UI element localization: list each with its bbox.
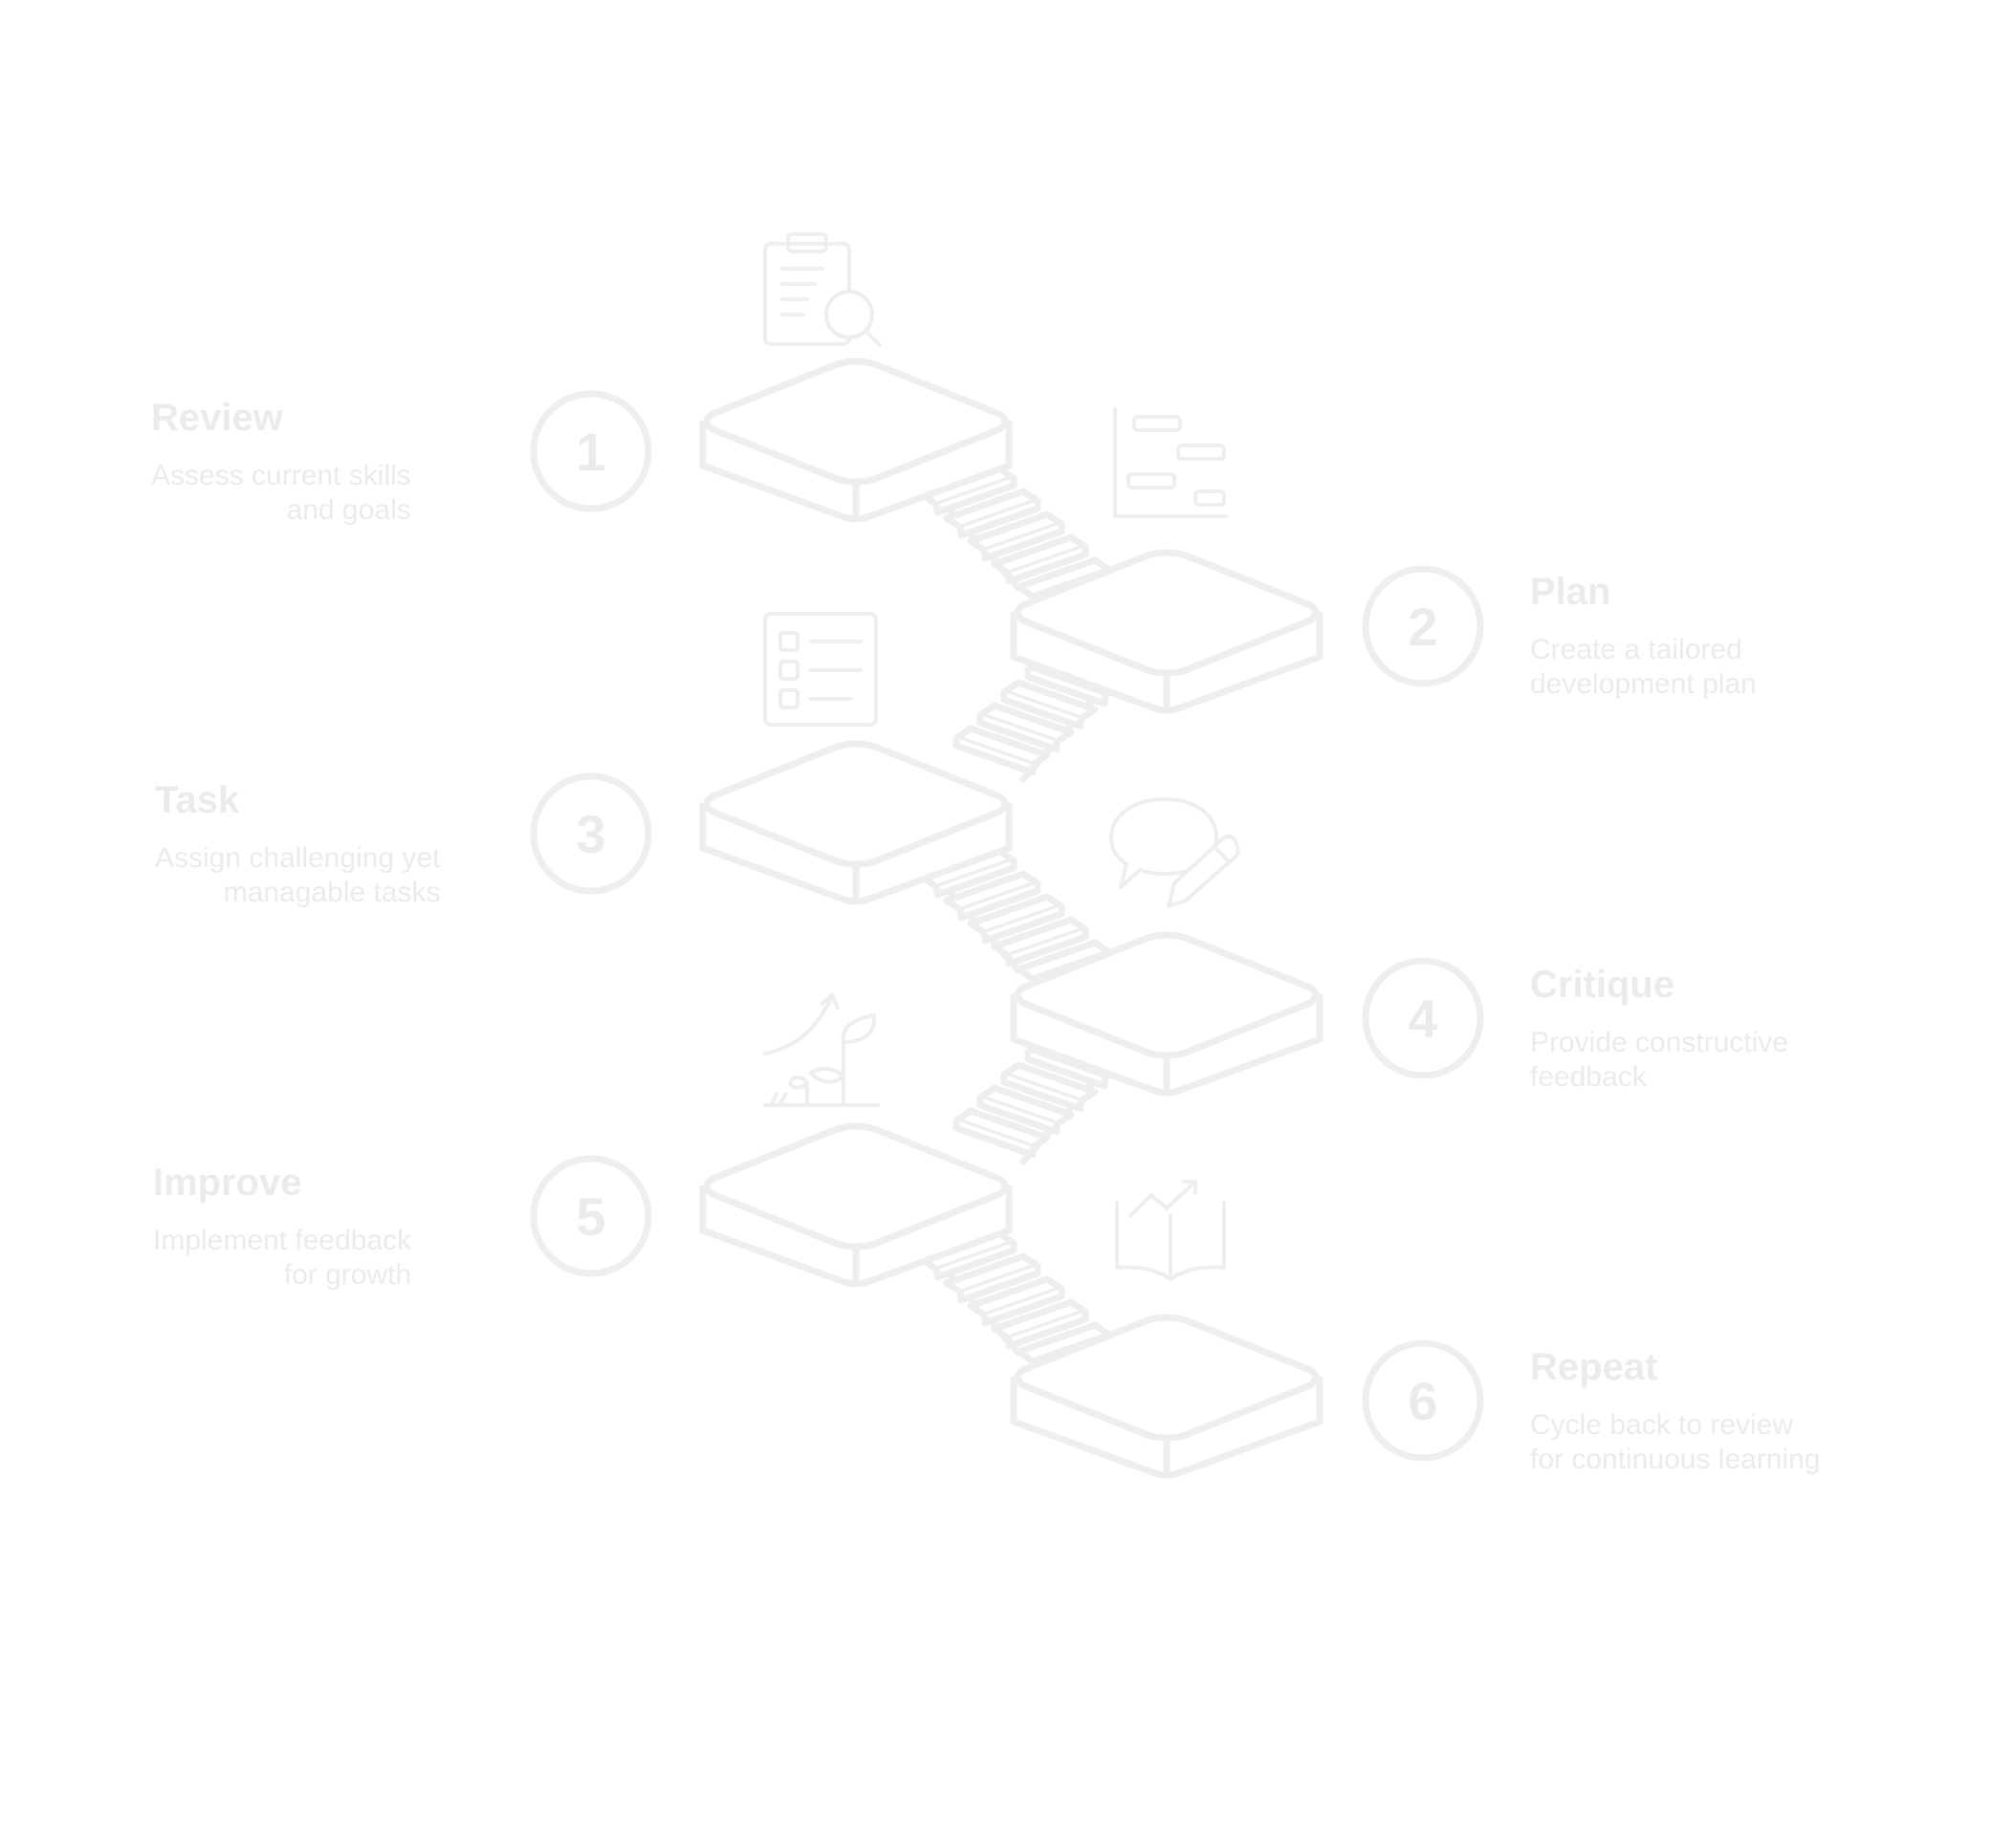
step-6-title: Repeat: [1530, 1346, 1658, 1388]
step-2-description: Create a tailored development plan: [1530, 634, 1757, 700]
step-3-title: Task: [155, 779, 240, 821]
svg-text:6: 6: [1408, 1371, 1437, 1431]
step-4-title: Critique: [1530, 964, 1675, 1006]
step-2-text: Plan Create a tailored development plan: [1530, 571, 1757, 702]
step-5-description: Implement feedback for growth: [153, 1225, 412, 1291]
step-1-description: Assess current skills and goals: [151, 460, 411, 526]
svg-text:4: 4: [1408, 989, 1437, 1049]
step-4-description: Provide constructive feedback: [1530, 1027, 1789, 1093]
svg-text:1: 1: [576, 422, 605, 482]
step-3-description: Assign challenging yet managable tasks: [155, 842, 441, 908]
checklist-icon: [763, 612, 878, 727]
svg-text:3: 3: [576, 804, 605, 864]
step-6-text: Repeat Cycle back to review for continuo…: [1530, 1346, 1821, 1477]
svg-text:5: 5: [576, 1186, 605, 1247]
step-number-1: 1: [530, 390, 652, 512]
step-1-text: Review Assess current skills and goals: [151, 397, 411, 528]
step-2-title: Plan: [1530, 571, 1611, 613]
step-6-description: Cycle back to review for continuous lear…: [1530, 1409, 1821, 1475]
step-1-title: Review: [151, 397, 283, 439]
clipboard-search-icon: [763, 232, 882, 347]
growing-plant-icon: [763, 992, 880, 1107]
step-number-5: 5: [530, 1155, 652, 1277]
step-number-6: 6: [1362, 1339, 1484, 1462]
gantt-chart-icon: [1113, 407, 1228, 518]
step-number-4: 4: [1362, 957, 1484, 1079]
speech-bubble-pencil-icon: [1109, 797, 1240, 908]
svg-text:2: 2: [1408, 597, 1437, 657]
step-5-title: Improve: [153, 1162, 302, 1204]
step-3-text: Task Assign challenging yet managable ta…: [155, 779, 441, 910]
step-number-3: 3: [530, 772, 652, 895]
step-5-text: Improve Implement feedback for growth: [153, 1162, 411, 1293]
open-book-chart-icon: [1115, 1180, 1226, 1281]
step-number-2: 2: [1362, 565, 1484, 687]
step-4-text: Critique Provide constructive feedback: [1530, 964, 1788, 1095]
